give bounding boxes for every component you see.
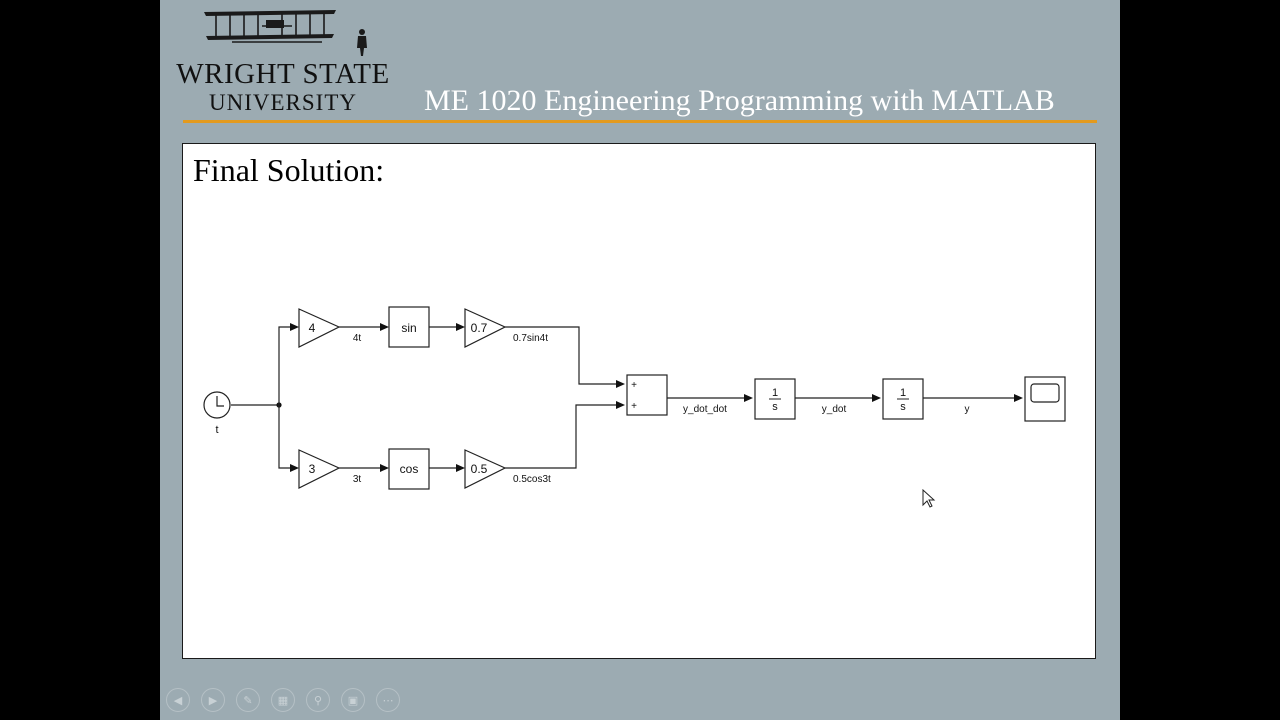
- gain-block-4-value: 4: [309, 321, 316, 335]
- sin-block[interactable]: [388, 306, 430, 348]
- signal-label-y-dot: y_dot: [822, 404, 847, 415]
- sum-sign-1: +: [631, 380, 637, 391]
- header-divider: [183, 120, 1097, 123]
- cos-block[interactable]: [388, 448, 430, 490]
- gain-block-0.7-value: 0.7: [471, 321, 488, 335]
- wright-flyer-icon: [204, 10, 367, 56]
- signal-arrowheads: [290, 323, 1023, 472]
- sin-block-label: sin: [401, 321, 416, 335]
- clock-label: t: [215, 424, 218, 436]
- slide-content-box: Final Solution:: [182, 143, 1096, 659]
- gain-block-0.7[interactable]: [464, 308, 507, 348]
- cos-block-label: cos: [400, 462, 419, 476]
- sum-sign-2: +: [631, 401, 637, 412]
- slide: WRIGHT STATE UNIVERSITY ME 1020 Engineer…: [160, 0, 1120, 720]
- scope-block[interactable]: [1024, 376, 1066, 422]
- course-title: ME 1020 Engineering Programming with MAT…: [424, 84, 1055, 117]
- integrator-2-numerator: 1: [900, 387, 906, 399]
- gain-block-3-value: 3: [309, 462, 316, 476]
- signal-label-y-dot-dot: y_dot_dot: [683, 404, 727, 415]
- simulink-block-diagram: t 4 4t sin 0.7 0.7sin4t 3 3t cos 0.5 0.5…: [203, 306, 1066, 490]
- signal-label-0.5cos3t: 0.5cos3t: [513, 474, 551, 485]
- logo-wordmark-line2: UNIVERSITY: [209, 90, 357, 115]
- slides-icon[interactable]: ▦: [271, 688, 295, 712]
- signal-label-3t: 3t: [353, 474, 362, 485]
- clock-block[interactable]: [203, 391, 231, 419]
- more-icon[interactable]: ⋯: [376, 688, 400, 712]
- signal-label-4t: 4t: [353, 333, 362, 344]
- gain-block-0.5[interactable]: [464, 449, 507, 489]
- slide-title: Final Solution:: [193, 152, 385, 188]
- integrator-2-denominator: s: [900, 401, 906, 413]
- sum-block[interactable]: [626, 374, 668, 416]
- signal-label-0.7sin4t: 0.7sin4t: [513, 333, 548, 344]
- integrator-1-denominator: s: [772, 401, 778, 413]
- university-logo: WRIGHT STATE UNIVERSITY: [172, 6, 394, 118]
- gain-block-0.5-value: 0.5: [471, 462, 488, 476]
- subtitles-icon[interactable]: ▣: [341, 688, 365, 712]
- mouse-pointer-icon: [922, 489, 936, 508]
- next-icon[interactable]: ▶: [201, 688, 225, 712]
- signal-label-y: y: [965, 404, 970, 415]
- gain-block-3[interactable]: [298, 449, 341, 489]
- previous-icon[interactable]: ◀: [166, 688, 190, 712]
- gain-block-4[interactable]: [298, 308, 341, 348]
- zoom-icon[interactable]: ⚲: [306, 688, 330, 712]
- pen-icon[interactable]: ✎: [236, 688, 260, 712]
- logo-wordmark-line1: WRIGHT STATE: [176, 58, 390, 90]
- integrator-1-numerator: 1: [772, 387, 778, 399]
